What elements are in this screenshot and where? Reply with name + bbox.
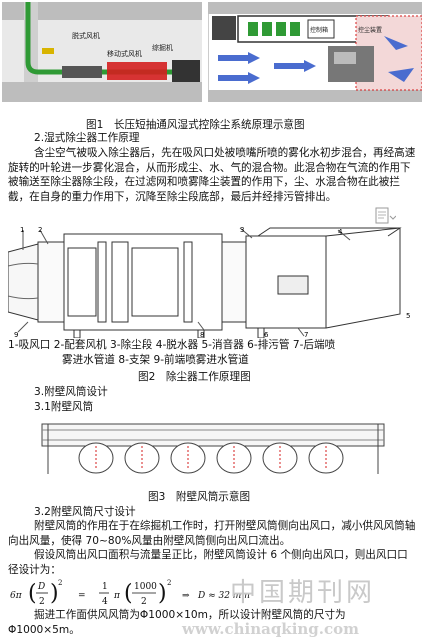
svg-text:): ) bbox=[50, 581, 59, 606]
fig2-caption: 图2 除尘器工作原理图 bbox=[138, 371, 251, 383]
section-3-1-heading: 3.1附壁风筒 bbox=[34, 401, 94, 413]
formula-pi: π bbox=[113, 591, 121, 601]
formula-eq1: = bbox=[78, 591, 86, 601]
figure-3 bbox=[41, 423, 385, 474]
formula-arrow: ⇒ bbox=[182, 591, 190, 601]
formula-result: D ≈ 32 mm bbox=[197, 591, 250, 601]
watermark-cn: 中国期刊网 bbox=[230, 578, 376, 608]
fig2-part-9: 9 bbox=[14, 331, 18, 338]
fig2-part-8: 8 bbox=[200, 331, 204, 338]
fig2-part-1: 1 bbox=[20, 226, 24, 234]
svg-text:(: ( bbox=[124, 581, 133, 606]
formula-frac2-num: 1 bbox=[102, 582, 108, 592]
formula-frac1-den: 2 bbox=[39, 597, 45, 607]
svg-text:): ) bbox=[158, 581, 167, 606]
fig1-right-schematic: 控制箱 控尘装置 bbox=[208, 2, 422, 102]
formula-frac3-den: 2 bbox=[141, 597, 147, 607]
fig2-part-6: 6 bbox=[264, 331, 269, 338]
figure-1: 脱式风机 移动式风机 综掘机 控制箱 控尘装置 bbox=[2, 2, 422, 104]
formula-lhs: 6π bbox=[10, 591, 23, 601]
section-3-2-paragraph-2: 假设风筒出风口面积与流量呈正比，附壁风筒设计 6 个侧向出风口，则出风口口径设计… bbox=[8, 549, 408, 576]
watermark-url: www.chinaqking.com bbox=[182, 620, 360, 638]
section-3-2-paragraph-3: 掘进工作面供风风筒为Φ1000×10m，所以设计附壁风筒的尺寸为Φ1000×5m… bbox=[8, 609, 346, 636]
fig1-label-4: 控尘装置 bbox=[358, 26, 382, 34]
fig1-caption: 图1 长压短抽通风湿式控除尘系统原理示意图 bbox=[86, 119, 305, 131]
formula-frac1-num: D bbox=[37, 582, 45, 592]
figure-2: 1 2 3 4 5 6 7 8 9 bbox=[8, 226, 410, 338]
fig2-part-3: 3 bbox=[240, 226, 244, 234]
formula-sq2: 2 bbox=[167, 579, 171, 587]
fig1-left-schematic: 脱式风机 移动式风机 综掘机 bbox=[2, 2, 202, 102]
section-3-2-heading: 3.2附壁风筒尺寸设计 bbox=[34, 506, 136, 518]
formula-frac3-num: 1000 bbox=[134, 582, 157, 592]
formula-frac2-den: 4 bbox=[102, 597, 108, 607]
fig2-legend-line-1: 1-吸风口 2-配套风机 3-除尘段 4-脱水器 5-消音器 6-排污管 7-后… bbox=[8, 339, 336, 351]
fig1-label-2: 综掘机 bbox=[152, 43, 173, 52]
fig2-part-5: 5 bbox=[406, 312, 410, 320]
fig1-label-0: 脱式风机 bbox=[72, 31, 100, 40]
fig2-legend-line-2: 雾进水管道 8-支架 9-前端喷雾进水管道 bbox=[62, 354, 249, 366]
section-2-heading: 2.湿式除尘器工作原理 bbox=[34, 132, 140, 144]
fig1-label-1: 移动式风机 bbox=[107, 49, 142, 58]
fig2-part-7: 7 bbox=[304, 331, 308, 338]
formula: 6π ( D 2 ) 2 = 1 4 π ( 1000 2 ) 2 ⇒ D ≈ … bbox=[10, 579, 250, 607]
document-icon[interactable] bbox=[372, 206, 396, 226]
formula-sq1: 2 bbox=[58, 579, 62, 587]
fig3-caption: 图3 附壁风筒示意图 bbox=[148, 491, 251, 503]
section-3-heading: 3.附壁风筒设计 bbox=[34, 386, 108, 398]
fig1-label-3: 控制箱 bbox=[310, 26, 328, 34]
fig2-part-2: 2 bbox=[38, 226, 42, 234]
section-3-2-paragraph-1: 附壁风筒的作用在于在综掘机工作时，打开附壁风筒侧向出风口，减小供风风筒轴向出风量… bbox=[8, 520, 416, 547]
fig2-part-4: 4 bbox=[338, 228, 343, 236]
section-2-paragraph: 含尘空气被吸入除尘器后，先在吸风口处被喷嘴所喷的雾化水初步混合，再经高速旋转的叶… bbox=[8, 147, 416, 203]
svg-text:(: ( bbox=[28, 581, 37, 606]
